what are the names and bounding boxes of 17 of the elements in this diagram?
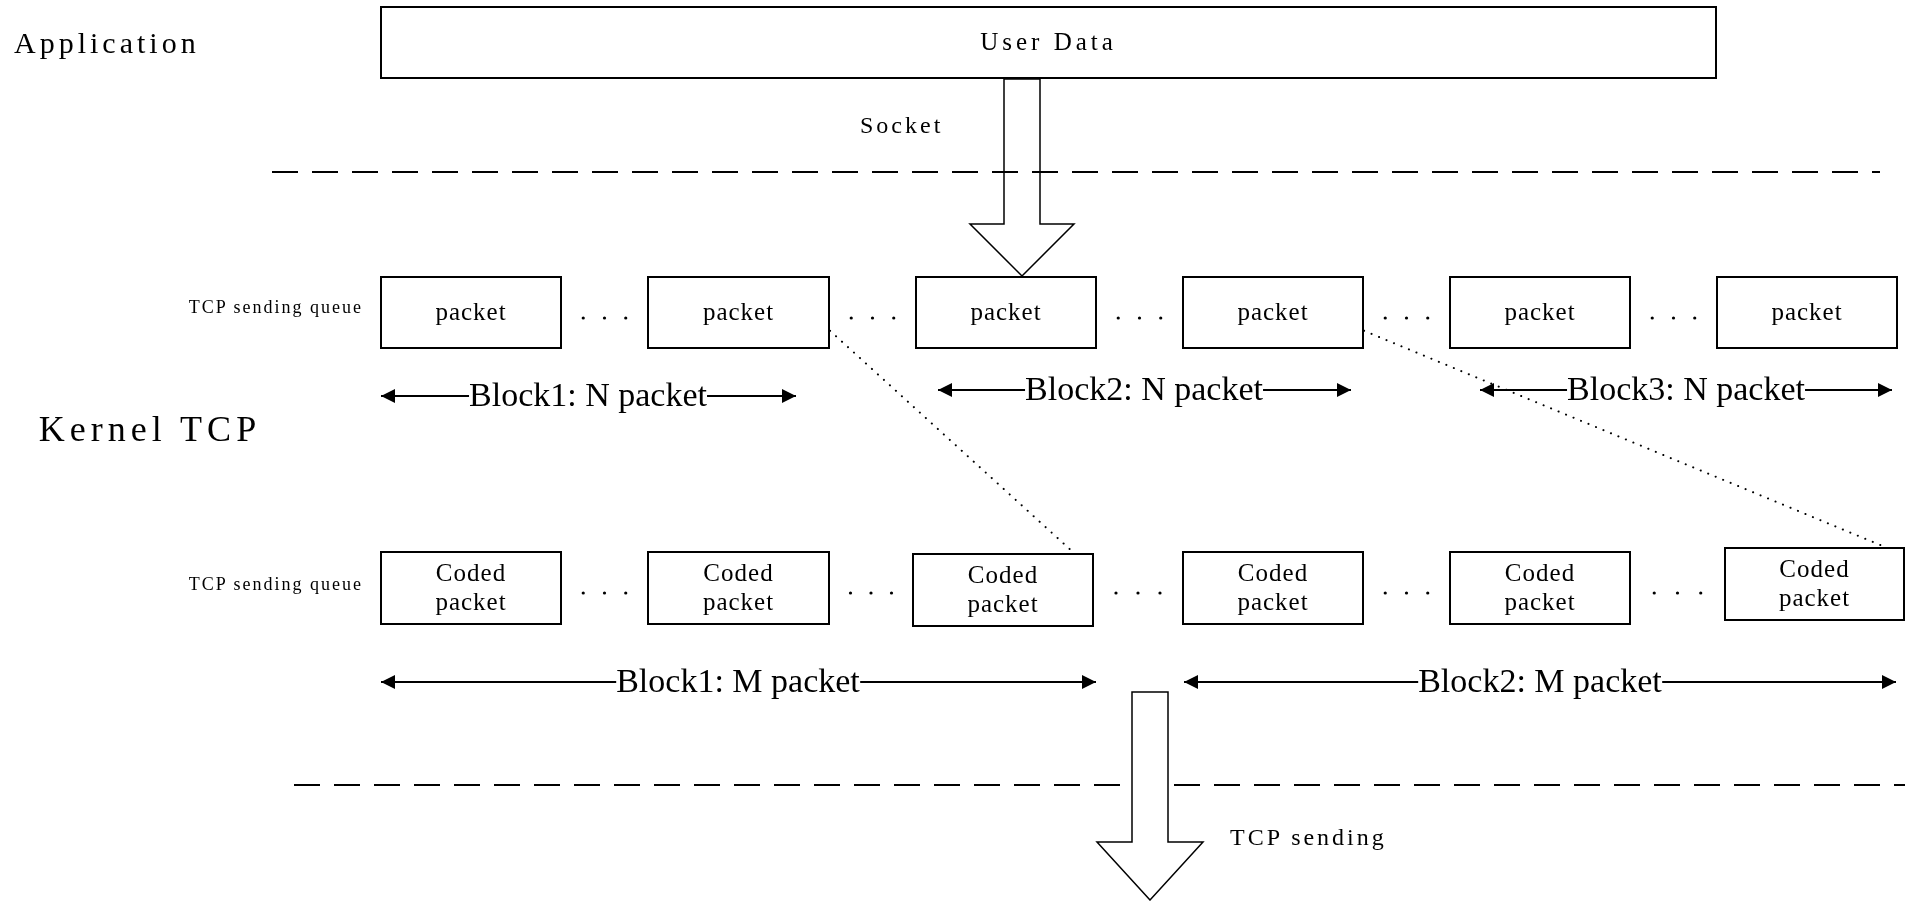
queue-label: TCP sending queue — [188, 298, 363, 318]
coded-packet-box: Coded packet — [1182, 551, 1364, 625]
queue-label: TCP sending queue — [188, 575, 363, 595]
packet-box: packet — [1449, 276, 1631, 349]
coded-packet-box: Coded packet — [380, 551, 562, 625]
packet-box: packet — [1182, 276, 1364, 349]
packet-box: packet — [380, 276, 562, 349]
coded-packet-box: Coded packet — [1724, 547, 1905, 621]
coded-packet-box: Coded packet — [912, 553, 1094, 627]
coded-packet-box: Coded packet — [1449, 551, 1631, 625]
coded-packet-box: Coded packet — [647, 551, 830, 625]
block-arrow — [968, 78, 1076, 278]
packet-box: packet — [915, 276, 1097, 349]
layer-label: Kernel TCP — [37, 410, 263, 450]
data-box: User Data — [380, 6, 1717, 79]
packet-box: packet — [647, 276, 830, 349]
packet-box: packet — [1716, 276, 1898, 349]
